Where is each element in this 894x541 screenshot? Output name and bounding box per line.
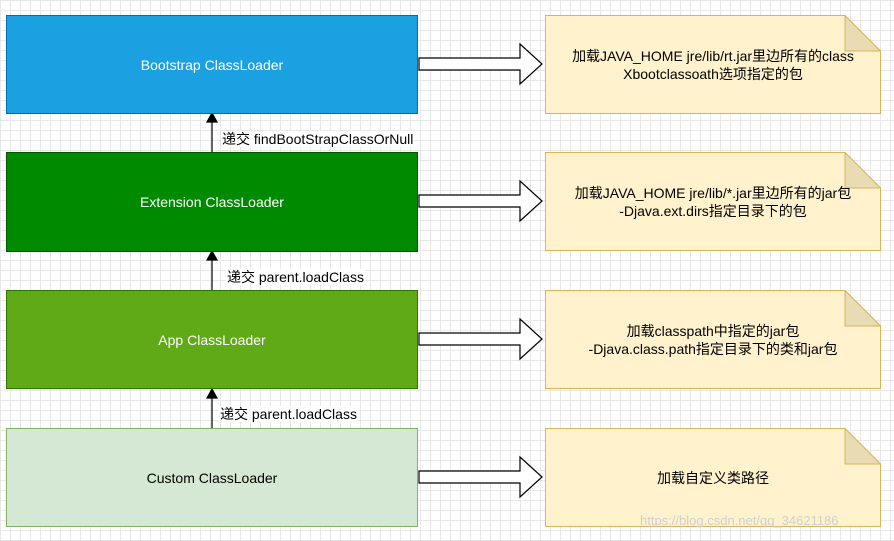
note-line-2: -Djava.ext.dirs指定目录下的包 bbox=[619, 202, 807, 219]
app-classloader-label: App ClassLoader bbox=[158, 331, 266, 348]
watermark: https://blog.csdn.net/qq_34621186 bbox=[640, 513, 839, 528]
extension-classloader-box: Extension ClassLoader bbox=[6, 152, 418, 252]
note-shape bbox=[545, 152, 881, 251]
hollow-arrow-0 bbox=[418, 42, 543, 86]
custom-classloader-label: Custom ClassLoader bbox=[146, 469, 278, 486]
bootstrap-note: 加载JAVA_HOME jre/lib/rt.jar里边所有的class Xbo… bbox=[545, 15, 881, 114]
delegate-label-findbootstrap: 递交 findBootStrapClassOrNull bbox=[221, 131, 415, 147]
hollow-arrow-3 bbox=[418, 455, 543, 499]
extension-classloader-label: Extension ClassLoader bbox=[140, 194, 284, 210]
note-line-1: 加载classpath中指定的jar包 bbox=[626, 322, 800, 339]
note-line-1: 加载JAVA_HOME jre/lib/*.jar里边所有的jar包 bbox=[574, 184, 852, 201]
note-shape bbox=[545, 428, 881, 527]
delegate-label-parent-loadclass: 递交 parent.loadClass bbox=[219, 406, 358, 422]
bootstrap-classloader-label: Bootstrap ClassLoader bbox=[140, 56, 284, 73]
app-note: 加载classpath中指定的jar包 -Djava.class.path指定目… bbox=[545, 290, 881, 389]
note-shape bbox=[545, 290, 881, 389]
hollow-arrow-1 bbox=[418, 179, 543, 223]
extension-note: 加载JAVA_HOME jre/lib/*.jar里边所有的jar包 -Djav… bbox=[545, 152, 881, 251]
note-shape bbox=[545, 15, 881, 114]
custom-note: 加载自定义类路径 bbox=[545, 428, 881, 527]
delegate-arrowhead-0 bbox=[205, 111, 219, 123]
bootstrap-classloader-box: Bootstrap ClassLoader bbox=[6, 15, 418, 114]
note-line-1: 加载自定义类路径 bbox=[657, 469, 769, 486]
delegate-label-parent-loadclass: 递交 parent.loadClass bbox=[226, 269, 365, 285]
delegate-arrowhead-2 bbox=[205, 387, 219, 399]
custom-classloader-box: Custom ClassLoader bbox=[6, 428, 418, 527]
note-line-2: -Djava.class.path指定目录下的类和jar包 bbox=[588, 340, 838, 357]
hollow-arrow-2 bbox=[418, 317, 543, 361]
note-line-2: Xbootclassoath选项指定的包 bbox=[623, 65, 803, 82]
app-classloader-box: App ClassLoader bbox=[6, 290, 418, 389]
delegate-arrowhead-1 bbox=[205, 249, 219, 261]
note-line-1: 加载JAVA_HOME jre/lib/rt.jar里边所有的class bbox=[572, 47, 854, 64]
